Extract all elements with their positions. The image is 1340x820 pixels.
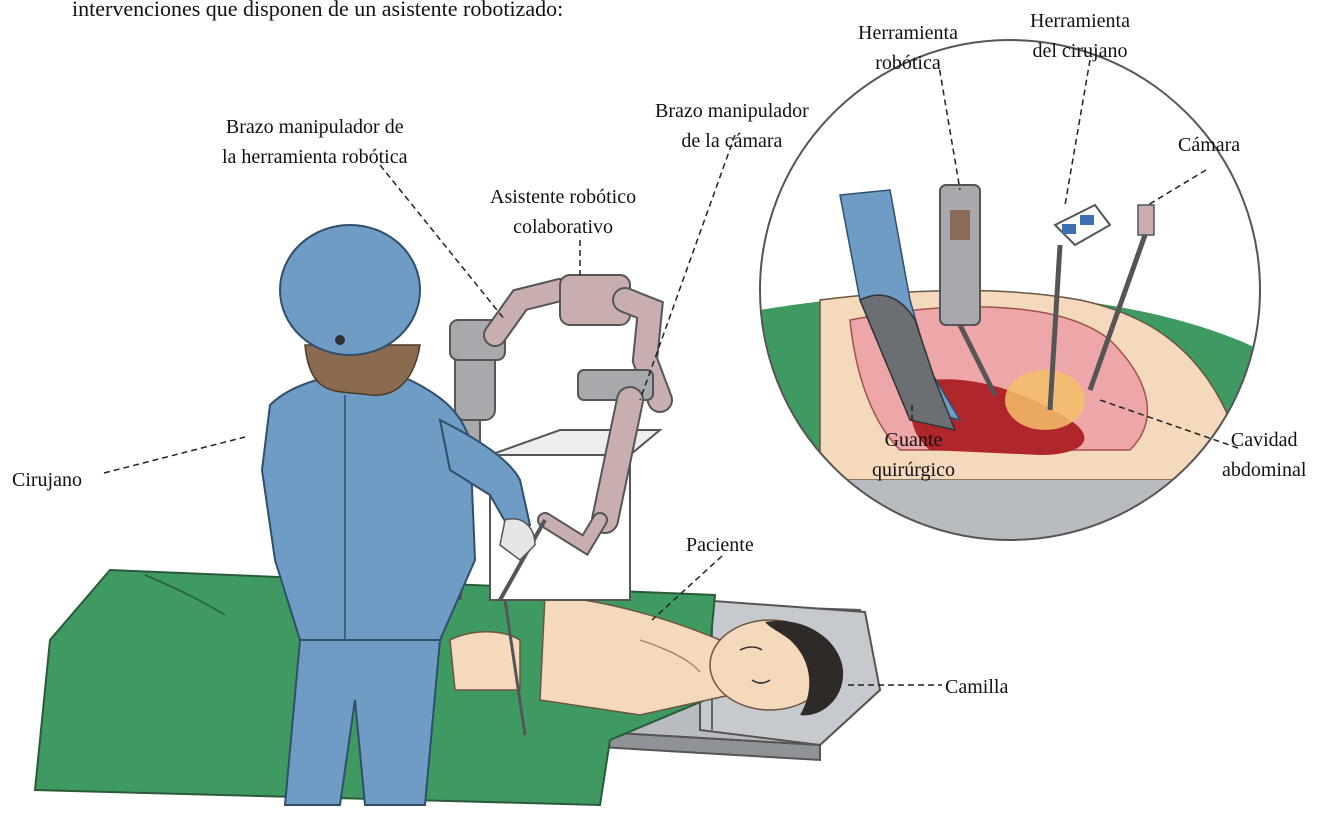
label-cavity: Cavidad abdominal xyxy=(1222,425,1306,485)
label-patient: Paciente xyxy=(686,530,754,560)
label-camera-text: Cámara xyxy=(1178,130,1240,160)
magnified-view xyxy=(760,40,1260,540)
label-patient-text: Paciente xyxy=(686,530,754,560)
label-camera-arm: Brazo manipulador de la cámara xyxy=(655,96,809,156)
label-surgeon-text: Cirujano xyxy=(12,465,82,495)
label-stretcher-text: Camilla xyxy=(945,672,1008,702)
label-tool-arm: Brazo manipulador de la herramienta robó… xyxy=(222,112,407,172)
label-camera-arm-line2: de la cámara xyxy=(655,126,809,156)
label-robot-tool-line1: Herramienta xyxy=(858,18,958,48)
label-tool-arm-line1: Brazo manipulador de xyxy=(222,112,407,142)
label-robot-tool-line2: robótica xyxy=(858,48,958,78)
label-surgeon-tool-line1: Herramienta xyxy=(1030,6,1130,36)
label-camera: Cámara xyxy=(1178,130,1240,160)
label-cavity-line2: abdominal xyxy=(1222,455,1306,485)
label-glove: Guante quirúrgico xyxy=(872,425,955,485)
label-surgeon-tool-line2: del cirujano xyxy=(1030,36,1130,66)
label-assistant-line2: colaborativo xyxy=(490,212,636,242)
label-glove-line1: Guante xyxy=(872,425,955,455)
label-robot-tool: Herramienta robótica xyxy=(858,18,958,78)
label-glove-line2: quirúrgico xyxy=(872,455,955,485)
label-stretcher: Camilla xyxy=(945,672,1008,702)
label-assistant: Asistente robótico colaborativo xyxy=(490,182,636,242)
label-assistant-line1: Asistente robótico xyxy=(490,182,636,212)
label-cavity-line1: Cavidad xyxy=(1222,425,1306,455)
label-camera-arm-line1: Brazo manipulador xyxy=(655,96,809,126)
label-surgeon-tool: Herramienta del cirujano xyxy=(1030,6,1130,66)
label-surgeon: Cirujano xyxy=(12,465,82,495)
label-tool-arm-line2: la herramienta robótica xyxy=(222,142,407,172)
